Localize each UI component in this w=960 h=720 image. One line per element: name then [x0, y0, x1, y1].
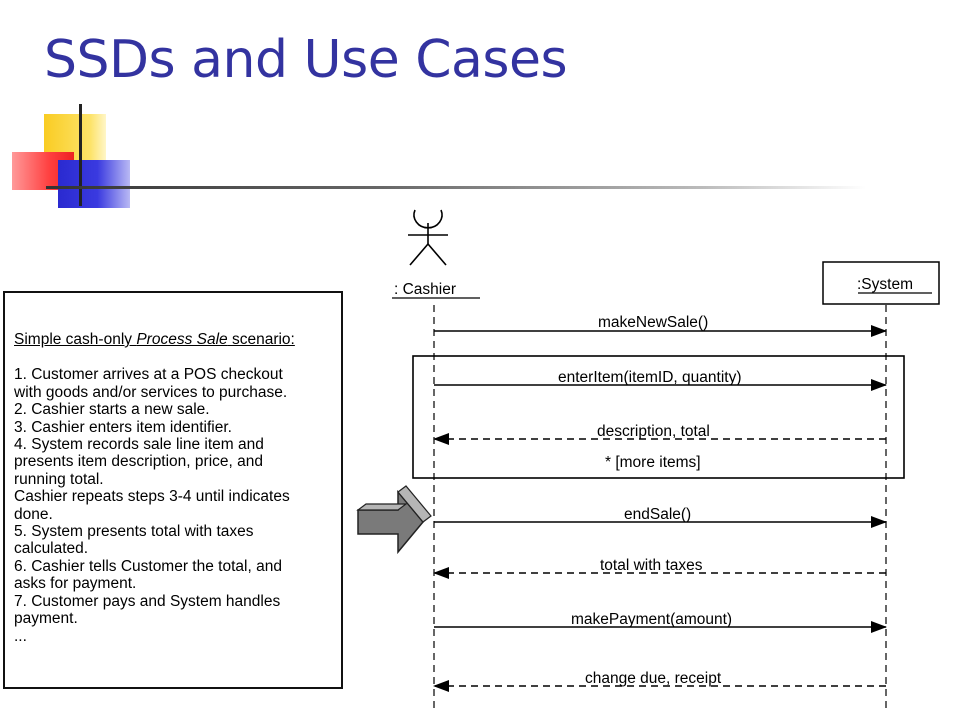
system-box — [822, 261, 940, 305]
message-make-new-sale: makeNewSale() — [434, 314, 887, 337]
scenario-line: 3. Cashier enters item identifier. — [14, 418, 232, 436]
slide-title: SSDs and Use Cases — [44, 30, 568, 90]
message-total-with-taxes: total with taxes — [433, 557, 886, 579]
message-label: total with taxes — [600, 557, 703, 574]
message-label: description, total — [597, 423, 710, 440]
message-label: endSale() — [624, 506, 691, 523]
scenario-heading-italic: Process Sale — [136, 331, 228, 348]
actor-label: : Cashier — [394, 281, 456, 298]
scenario-line: Cashier repeats steps 3-4 until indicate… — [14, 488, 290, 506]
message-make-payment: makePayment(amount) — [434, 611, 887, 633]
scenario-line: with goods and/or services to purchase. — [14, 383, 288, 401]
scenario-text: Simple cash-only Process Sale scenario: … — [14, 331, 394, 645]
scenario-line: 7. Customer pays and System handles — [14, 592, 281, 610]
scenario-line: presents item description, price, and — [14, 453, 263, 471]
message-label: enterItem(itemID, quantity) — [558, 369, 741, 386]
message-label: makeNewSale() — [598, 314, 708, 331]
scenario-heading-post: scenario: — [227, 331, 295, 348]
message-end-sale: endSale() — [434, 506, 887, 528]
scenario-line: 5. System presents total with taxes — [14, 523, 254, 541]
scenario-line: 2. Cashier starts a new sale. — [14, 401, 210, 419]
scenario-line: 1. Customer arrives at a POS checkout — [14, 366, 283, 384]
loop-frame — [412, 355, 905, 479]
scenario-line: running total. — [14, 470, 104, 488]
loop-label: * [more items] — [605, 454, 701, 471]
message-label: change due, receipt — [585, 670, 722, 687]
decorative-blue-square — [58, 160, 130, 208]
system-label: :System — [857, 276, 913, 293]
scenario-line: done. — [14, 505, 53, 523]
scenario-heading-pre: Simple cash-only — [14, 331, 137, 348]
message-label: makePayment(amount) — [571, 611, 732, 628]
scenario-heading: Simple cash-only Process Sale scenario: — [14, 331, 394, 348]
block-arrow-icon — [356, 485, 432, 555]
message-description-total: description, total — [433, 423, 886, 445]
scenario-line: asks for payment. — [14, 575, 137, 593]
decorative-vertical-line — [79, 104, 82, 206]
scenario-line: payment. — [14, 610, 78, 628]
title-underline — [46, 186, 866, 189]
scenario-line: 6. Cashier tells Customer the total, and — [14, 557, 282, 575]
scenario-box: Simple cash-only Process Sale scenario: … — [3, 291, 343, 689]
scenario-line: ... — [14, 627, 27, 645]
message-change-due: change due, receipt — [433, 670, 886, 692]
scenario-line: 4. System records sale line item and — [14, 436, 264, 454]
message-enter-item: enterItem(itemID, quantity) — [434, 369, 887, 391]
scenario-line: calculated. — [14, 540, 89, 558]
cashier-actor-icon — [408, 209, 448, 266]
